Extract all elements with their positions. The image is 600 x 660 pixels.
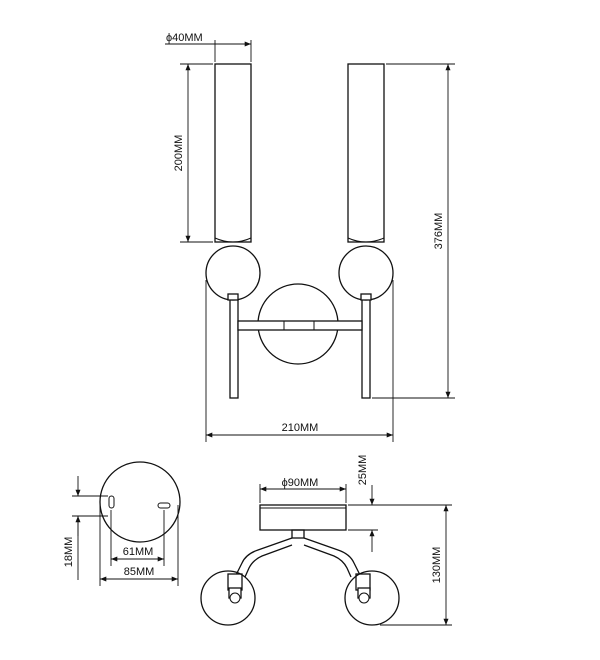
mounting-hole-right [157,502,171,509]
label-overall-height: 376MM [433,213,445,250]
base-block [259,504,347,531]
dim-overall-height: 376MM [372,63,455,399]
bent-arm [235,537,361,578]
backplate-circle [99,461,181,543]
dim-tube-length: 200MM [173,63,213,243]
label-tube-diameter: ϕ40MM [166,32,203,44]
right-glass-tube [347,63,385,243]
dim-hole-spacing: 61MM [110,510,165,566]
left-globe [205,245,261,301]
dim-base-diameter: ϕ90MM [259,477,347,503]
dim-hole-offset: 18MM [63,476,108,580]
front-view [205,63,394,399]
dim-plate-width: 85MM [99,505,179,586]
label-hole-spacing: 61MM [123,546,154,558]
dim-depth: 130MM [348,504,452,626]
label-plate-width: 85MM [124,566,155,578]
right-globe [338,245,394,301]
right-rod [361,295,371,399]
mounting-hole-left [108,495,115,509]
label-hole-offset: 18MM [63,537,75,568]
label-tube-length: 200MM [173,135,185,172]
top-left-globe [200,570,256,626]
dim-tube-diameter: ϕ40MM [165,32,252,62]
label-base-diameter: ϕ90MM [282,477,319,489]
top-right-globe [344,570,400,626]
dim-base-thickness: 25MM [348,455,378,552]
label-overall-width: 210MM [282,422,319,434]
top-view [200,504,400,626]
left-rod [229,295,239,399]
cross-bar [237,320,363,331]
dim-overall-width: 210MM [205,280,394,442]
backplate-view [99,461,181,543]
label-depth: 130MM [431,547,443,584]
left-glass-tube [214,63,252,243]
label-base-thickness: 25MM [357,455,369,486]
